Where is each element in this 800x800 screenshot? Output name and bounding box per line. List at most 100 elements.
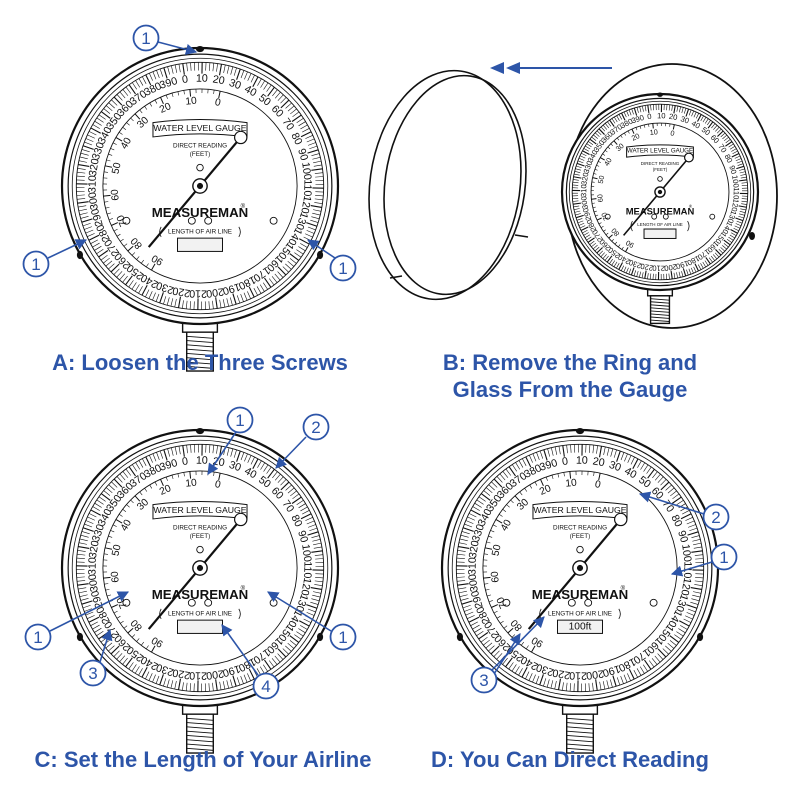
outer-scale-tick	[84, 608, 92, 612]
outer-scale-tick	[145, 671, 150, 680]
inner-scale-tick	[551, 474, 554, 480]
gauge-subtitle-line1: DIRECT READING	[553, 525, 607, 532]
outer-scale-tick	[616, 115, 620, 121]
inner-scale-tick	[531, 645, 536, 653]
outer-scale-tick	[190, 444, 192, 453]
inner-scale-label: 20	[158, 101, 173, 116]
inner-scale-tick	[122, 509, 127, 512]
outer-scale-tick	[79, 212, 88, 215]
thread-line	[186, 726, 214, 730]
outer-scale-tick	[78, 208, 87, 212]
outer-scale-label: 40	[622, 465, 638, 481]
outer-scale-tick	[216, 63, 218, 72]
callout-a-right-number: 1	[338, 259, 347, 278]
inner-scale-tick	[486, 541, 491, 544]
outer-scale-tick	[647, 273, 649, 279]
inner-scale-label: 60	[490, 570, 502, 583]
outer-scale-tick	[456, 557, 465, 560]
inner-scale-tick	[490, 530, 495, 533]
outer-scale-label: 300	[467, 573, 481, 592]
inner-scale-tick	[130, 499, 134, 504]
outer-scale-tick	[77, 201, 89, 204]
inner-scale-tick	[104, 165, 113, 168]
outer-scale-tick	[572, 181, 579, 184]
outer-scale-tick	[458, 542, 467, 545]
outer-scale-label: 120	[678, 577, 693, 597]
thread-line	[650, 319, 670, 322]
outer-scale-tick	[266, 84, 272, 92]
outer-scale-tick	[222, 681, 226, 690]
outer-scale-tick	[630, 267, 635, 276]
adjust-dot	[269, 216, 278, 225]
adjust-dot	[204, 216, 213, 225]
callout-c-left-circle	[24, 623, 52, 651]
outer-scale-tick	[584, 234, 591, 239]
outer-scale-tick	[77, 550, 86, 552]
outer-scale-tick	[306, 612, 315, 616]
callout-c-left-leader	[49, 591, 130, 632]
outer-scale-tick	[119, 473, 126, 481]
outer-scale-tick	[529, 455, 533, 463]
outer-scale-tick	[305, 233, 313, 238]
outer-scale-tick	[711, 123, 716, 129]
outer-scale-label: 300	[87, 191, 101, 210]
outer-scale-tick	[626, 110, 630, 117]
inner-scale-tick	[149, 102, 153, 107]
outer-scale-tick	[539, 674, 544, 686]
outer-scale-tick	[300, 513, 312, 520]
outer-scale-tick	[299, 620, 310, 627]
inner-scale-tick	[596, 217, 602, 221]
outer-scale-tick	[294, 634, 302, 640]
outer-scale-tick	[310, 601, 319, 605]
outer-scale-label: 10	[196, 455, 208, 467]
outer-scale-tick	[92, 124, 100, 129]
outer-scale-tick	[586, 143, 592, 148]
outer-scale-tick	[738, 215, 744, 219]
thread-line	[186, 335, 214, 339]
outer-scale-tick	[637, 460, 642, 468]
inner-scale-tick	[103, 576, 111, 579]
outer-scale-tick	[166, 297, 170, 306]
outer-scale-tick	[110, 263, 120, 273]
outer-scale-tick	[575, 213, 581, 216]
thread-line	[650, 301, 670, 304]
inner-scale-tick	[524, 488, 528, 492]
outer-scale-tick	[94, 627, 102, 633]
outer-scale-tick	[77, 198, 86, 200]
outer-scale-tick	[262, 282, 268, 290]
outer-scale-tick	[90, 509, 101, 516]
outer-scale-tick	[76, 576, 85, 578]
outer-scale-tick	[185, 300, 188, 309]
outer-scale-tick	[77, 171, 86, 174]
outer-scale-tick	[313, 542, 322, 546]
outer-scale-tick	[459, 594, 468, 597]
thread-line	[186, 361, 214, 365]
gauge-subtitle-line2: (FEET)	[190, 533, 210, 540]
inner-scale-tick	[113, 228, 118, 232]
outer-scale-tick	[602, 124, 608, 130]
outer-scale-tick	[613, 449, 617, 458]
outer-scale-tick	[462, 527, 474, 532]
outer-scale-tick	[247, 291, 251, 299]
outer-scale-tick	[82, 527, 94, 532]
outer-scale-tick	[236, 677, 241, 686]
thread-line	[650, 313, 670, 316]
inner-scale-tick	[108, 153, 113, 156]
outer-scale-tick	[688, 524, 696, 528]
brand-registered-mark: ®	[241, 585, 246, 592]
outer-scale-tick	[122, 89, 129, 96]
outer-scale-label: 30	[227, 459, 242, 474]
outer-scale-tick	[177, 678, 182, 690]
outer-scale-tick	[248, 286, 255, 298]
outer-scale-tick	[461, 531, 470, 535]
outer-scale-label: 210	[189, 287, 207, 299]
inner-scale-tick	[488, 600, 493, 603]
brand-registered-mark: ®	[241, 203, 246, 210]
outer-scale-tick	[596, 445, 598, 454]
gauge-subtitle-line2: (FEET)	[570, 533, 590, 540]
inner-scale-tick	[483, 576, 491, 579]
outer-scale-tick	[116, 94, 123, 101]
outer-scale-tick	[502, 471, 509, 478]
step-c-caption: C: Set the Length of Your Airline	[34, 747, 372, 772]
outer-scale-label: 70	[280, 116, 297, 133]
